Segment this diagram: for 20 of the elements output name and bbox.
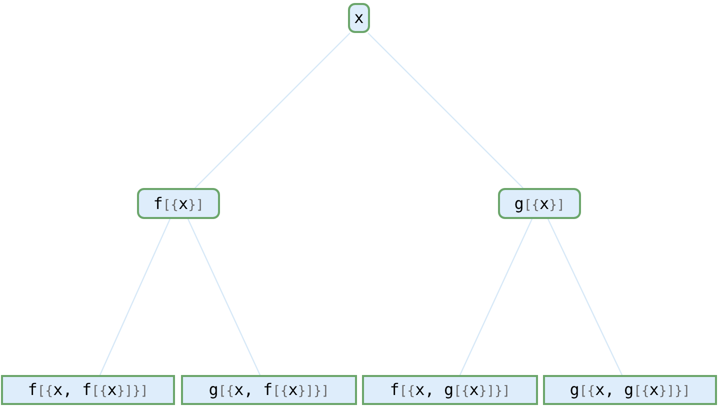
node-label: g[{x}] xyxy=(514,192,565,214)
node-label: x xyxy=(354,7,364,29)
node-label: g[{x, f[{x}]}] xyxy=(208,379,330,401)
node-label: f[{x, f[{x}]}] xyxy=(28,379,148,401)
tree-node xyxy=(362,375,538,405)
connector-line xyxy=(187,218,261,376)
connector-line xyxy=(547,218,623,376)
node-label: f[{x}] xyxy=(153,192,204,214)
tree-node xyxy=(498,188,581,219)
connector-line xyxy=(368,32,524,188)
connector-line xyxy=(99,218,171,376)
node-label: g[{x, g[{x}]}] xyxy=(570,379,690,401)
tree-node xyxy=(543,375,717,405)
connector-line xyxy=(194,32,350,188)
connector-line xyxy=(459,218,533,376)
tree-node xyxy=(137,188,220,219)
node-label: f[{x, g[{x}]}] xyxy=(390,379,510,401)
tree-node xyxy=(181,375,357,405)
tree-node xyxy=(1,375,175,405)
tree-node xyxy=(348,3,370,33)
